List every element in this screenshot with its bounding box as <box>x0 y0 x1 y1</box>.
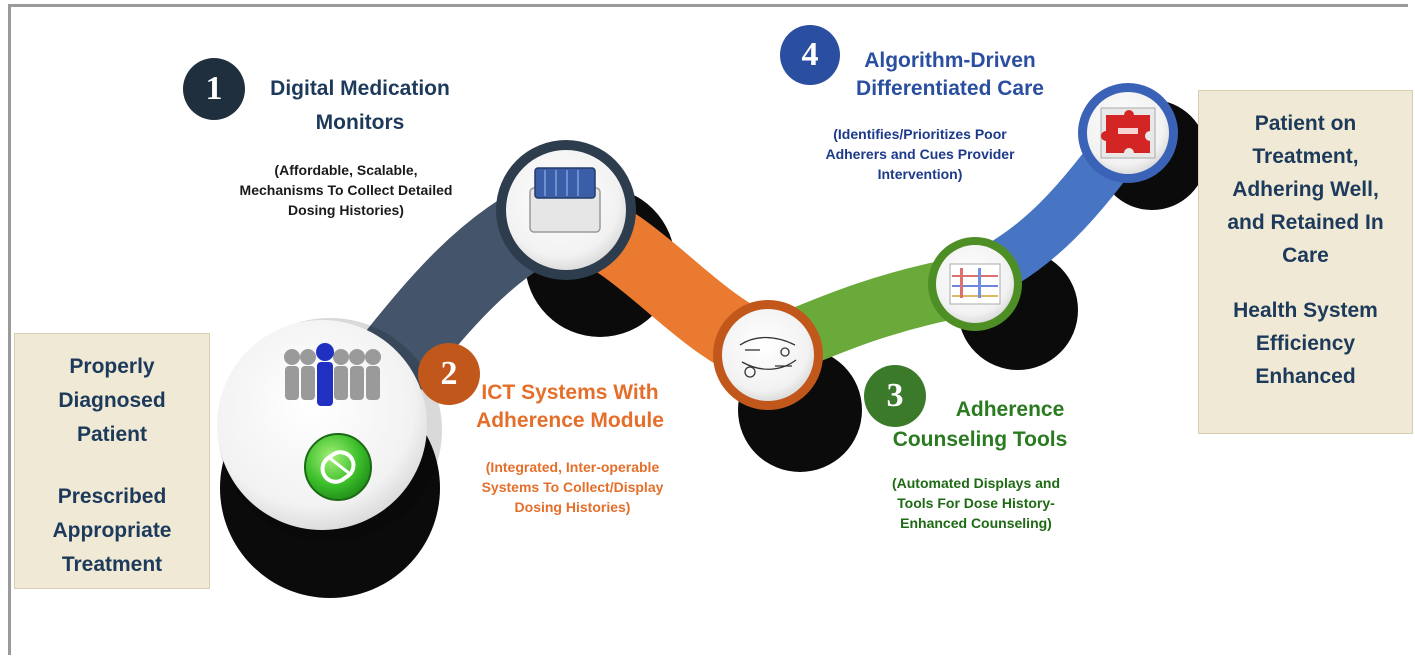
step-2-number-badge: 2 <box>418 343 480 405</box>
start-state-line: Prescribed <box>57 485 167 508</box>
step-1-number-badge: 1 <box>183 58 245 120</box>
start-node <box>217 318 442 542</box>
start-state-line: Diagnosed <box>58 389 166 412</box>
step-3-description: (Automated Displays and Tools For Dose H… <box>850 473 1102 533</box>
node-2-circle <box>713 300 823 410</box>
step-3-desc-line: Tools For Dose History- <box>897 495 1055 511</box>
step-4-description: (Identifies/Prioritizes Poor Adherers an… <box>790 124 1050 184</box>
step-1-desc-line: Dosing Histories) <box>288 202 404 218</box>
outcome-line: Adhering Well, <box>1232 178 1379 201</box>
step-4-title-line: Algorithm-Driven <box>864 49 1036 72</box>
outcome-line: Efficiency <box>1255 332 1356 355</box>
step-1-desc-line: (Affordable, Scalable, <box>274 162 418 178</box>
step-4-desc-line: Intervention) <box>877 166 963 182</box>
green-pill-icon <box>304 433 372 501</box>
node-4-circle <box>1078 83 1178 183</box>
start-state-line: Treatment <box>61 553 163 576</box>
step-1-desc-line: Mechanisms To Collect Detailed <box>239 182 453 198</box>
step-4-title: Algorithm-Driven Differentiated Care <box>820 48 1080 102</box>
start-state-line: Properly <box>69 355 155 378</box>
step-1-title-line: Digital Medication <box>270 77 450 100</box>
step-2-title-line: Adherence Module <box>476 409 664 432</box>
outcome-line: Patient on <box>1254 112 1357 135</box>
start-state-line: Appropriate <box>52 519 172 542</box>
step-2-title-line: ICT Systems With <box>481 381 659 404</box>
step-4-number-badge: 4 <box>780 25 840 85</box>
step-3-title-line: Adherence <box>955 398 1065 421</box>
step-1-title-line: Monitors <box>315 111 405 134</box>
step-3-title: Adherence Counseling Tools <box>860 397 1100 453</box>
step-2-desc-line: (Integrated, Inter-operable <box>485 459 660 475</box>
outcome-line: Enhanced <box>1255 365 1356 388</box>
step-2-desc-line: Systems To Collect/Display <box>481 479 664 495</box>
node-1-circle <box>496 140 636 280</box>
workflow-diagram-icon <box>739 336 797 378</box>
step-4-title-line: Differentiated Care <box>856 77 1044 100</box>
outcome-line: Treatment, <box>1252 145 1359 168</box>
step-3-desc-line: Enhanced Counseling) <box>900 515 1052 531</box>
step-3-number-badge: 3 <box>864 365 926 427</box>
outcome-box: Patient on Treatment, Adhering Well, and… <box>1198 90 1413 434</box>
step-3-desc-line: (Automated Displays and <box>891 475 1061 491</box>
node-3-circle <box>928 237 1022 331</box>
step-1-description: (Affordable, Scalable, Mechanisms To Col… <box>196 160 496 220</box>
step-2-description: (Integrated, Inter-operable Systems To C… <box>440 457 705 517</box>
step-2-desc-line: Dosing Histories) <box>514 499 631 515</box>
outcome-line: Health System <box>1233 299 1378 322</box>
step-3-title-line: Counseling Tools <box>892 428 1068 451</box>
step-4-desc-line: Adherers and Cues Provider <box>825 146 1015 162</box>
people-group-icon <box>284 343 381 406</box>
pill-box-icon <box>529 167 601 233</box>
step-4-desc-line: (Identifies/Prioritizes Poor <box>833 126 1007 142</box>
start-state-box: Properly Diagnosed Patient Prescribed Ap… <box>14 333 210 589</box>
start-state-line: Patient <box>76 423 147 446</box>
step-1-title: Digital Medication Monitors <box>240 76 480 136</box>
dose-chart-icon <box>949 263 1001 305</box>
outcome-line: Care <box>1282 244 1329 267</box>
outcome-line: and Retained In <box>1227 211 1384 234</box>
diagram-frame <box>8 4 1408 655</box>
puzzle-icon <box>1100 107 1156 159</box>
step-2-title: ICT Systems With Adherence Module <box>440 380 700 434</box>
